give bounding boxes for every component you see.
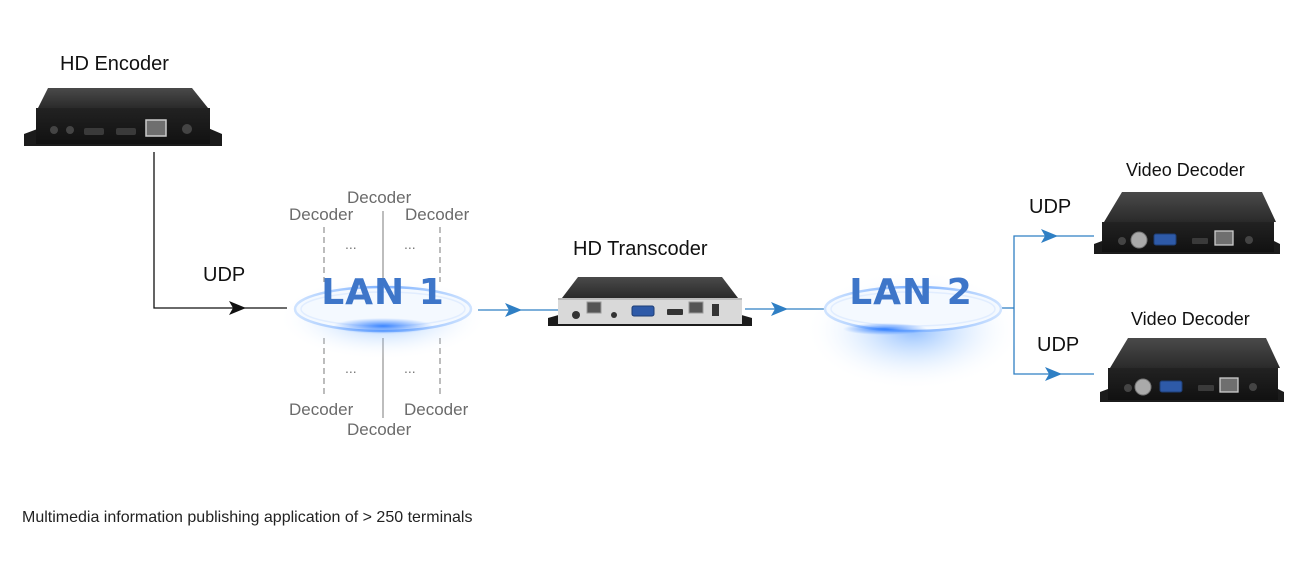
arrow-icon [1045,367,1062,381]
vga-port-icon [1159,380,1183,393]
ethernet-port-icon [688,301,704,314]
arrow-icon [505,303,522,317]
udp-decoder-bottom-label: UDP [1037,334,1080,356]
hdmi-port-icon [116,128,136,135]
lan1-decoder-bottom-right: Decoder [404,400,469,419]
udp-encoder-label: UDP [203,264,246,286]
hdmi-port-icon [1192,238,1208,244]
lan1-decoder-top-center: Decoder [347,188,412,207]
arrow-icon [229,301,246,315]
lan1-label: LAN 1 [321,272,445,313]
hd-encoder-label: HD Encoder [60,53,169,75]
lan1-ellipsis: ... [345,236,357,252]
vga-port-icon [631,305,655,317]
arrow-icon [1041,229,1058,243]
video-decoder-top-label: Video Decoder [1126,160,1245,180]
lan2-decoders-link [1002,229,1094,381]
lan2-network: LAN 2 [805,270,1021,390]
lan1-ellipsis: ... [404,360,416,376]
udp-decoder-top-label: UDP [1029,196,1072,218]
power-port-icon [1245,236,1253,244]
lan1-transcoder-link [478,303,560,317]
encoder-lan1-link [153,152,287,315]
audio-port-icon [572,311,580,319]
audio-port-icon [66,126,74,134]
video-decoder-bottom-label: Video Decoder [1131,309,1250,329]
transcoder-lan2-link [745,302,824,316]
power-port-icon [1249,383,1257,391]
lan2-label: LAN 2 [849,272,973,313]
power-port-icon [182,124,192,134]
hdmi-port-icon [667,309,683,315]
lan1-ellipsis: ... [345,360,357,376]
vga-port-icon [1153,233,1177,246]
bnc-port-icon [1134,378,1152,396]
usb-port-icon [712,304,719,316]
hd-encoder-device [24,88,222,146]
lan1-decoder-top-right: Decoder [405,205,470,224]
arrow-icon [771,302,788,316]
hdmi-port-icon [84,128,104,135]
ethernet-port-icon [1214,230,1234,246]
lan1-decoder-bottom-center: Decoder [347,420,412,439]
ethernet-port-icon [1219,377,1239,393]
bnc-port-icon [1130,231,1148,249]
audio-port-icon [50,126,58,134]
hd-transcoder-label: HD Transcoder [573,238,708,260]
video-decoder-bottom-device [1100,338,1284,402]
hdmi-port-icon [1198,385,1214,391]
lan1-decoder-top-left: Decoder [289,205,354,224]
lan1-network: LAN 1 [278,272,488,360]
lan1-decoder-bottom-left: Decoder [289,400,354,419]
ethernet-port-icon [145,119,167,137]
lan1-ellipsis: ... [404,236,416,252]
ethernet-port-icon [586,301,602,314]
diagram-caption: Multimedia information publishing applic… [22,509,473,526]
video-decoder-top-device [1094,192,1280,254]
hd-transcoder-device [548,277,752,326]
